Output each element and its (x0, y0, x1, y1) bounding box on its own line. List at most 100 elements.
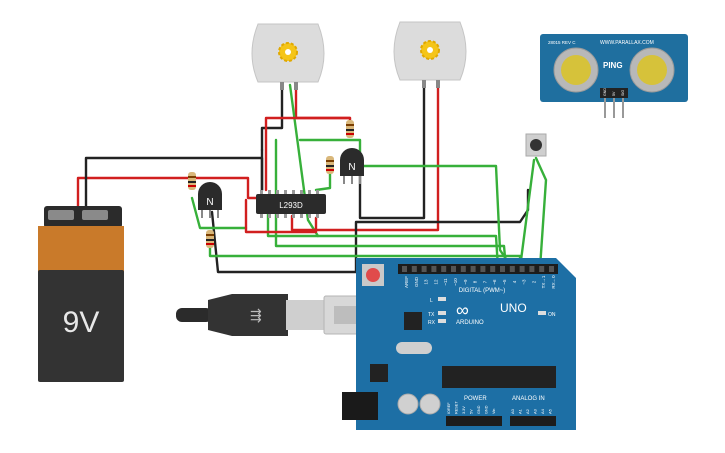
digital-pin-label: 2 (531, 280, 536, 283)
green-wire-6 (518, 158, 536, 270)
resistors (188, 120, 354, 248)
digital-pin-label: AREF (404, 276, 409, 288)
motor2-black-wire (358, 83, 426, 220)
digital-pin-hole[interactable] (470, 266, 476, 272)
digital-header-label: DIGITAL (PWM~) (459, 288, 506, 294)
digital-pin-hole[interactable] (509, 266, 515, 272)
power-pin-label: RESET (455, 401, 459, 414)
power-jack (342, 392, 378, 420)
capacitor-2 (419, 393, 441, 415)
digital-pin-hole[interactable] (549, 266, 554, 272)
power-pin-label: IOREF (447, 402, 451, 414)
analog-header (510, 416, 556, 426)
battery-9v: 9V (38, 206, 124, 382)
green-wire-3 (298, 138, 514, 270)
digital-pin-label: 4 (512, 280, 517, 283)
digital-pin-hole[interactable] (431, 266, 437, 272)
dc-motor-2 (393, 21, 467, 88)
l293d-driver-ic: L293D (256, 190, 326, 218)
digital-pin-label: 12 (433, 279, 438, 285)
digital-pin-hole[interactable] (519, 266, 525, 272)
arduino-model: UNO (500, 301, 527, 315)
ping-ultrasonic-sensor: WWW.PARALLAX.COM PING 28015 REV C (540, 34, 688, 118)
svg-text:RX: RX (428, 320, 436, 326)
green-wire-1 (266, 212, 500, 270)
digital-pin-label: ~6 (492, 279, 497, 285)
red-wire-top (264, 116, 352, 192)
usb-cable: ⇶ (176, 294, 383, 336)
motor2-red-wire (290, 83, 440, 232)
digital-pin-hole[interactable] (480, 266, 486, 272)
crystal (396, 342, 432, 354)
analog-header-label: ANALOG IN (512, 396, 545, 402)
digital-pin-hole[interactable] (451, 266, 456, 272)
usb-chip (404, 312, 422, 330)
power-pin-label: 3.3V (462, 406, 466, 414)
transistor-2-label: N (206, 197, 213, 208)
usb-icon: ⇶ (250, 307, 262, 323)
svg-text:TX: TX (428, 312, 435, 318)
svg-text:L: L (430, 298, 433, 304)
power-pin-label: GND (485, 405, 489, 414)
analog-pin-label: A5 (548, 408, 553, 414)
sensor-pin-label: 5V (612, 91, 616, 96)
digital-pin-label: 13 (424, 279, 429, 285)
atmega-chip (442, 366, 556, 388)
arduino-brand: ARDUINO (456, 320, 484, 326)
power-header (446, 416, 502, 426)
sensor-pin-label: SIG (621, 90, 625, 96)
analog-pin-label: A0 (510, 408, 515, 414)
motor1-red-wire (294, 83, 352, 130)
digital-pin-label: GND (414, 276, 419, 287)
power-header-label: POWER (464, 396, 487, 402)
power-pin-label: 5V (470, 409, 474, 414)
red-wire-lower (244, 198, 318, 234)
digital-pin-label: TX→1 (541, 275, 546, 288)
capacitor-1 (397, 393, 419, 415)
resistor-2 (326, 156, 334, 174)
voltage-regulator (370, 364, 388, 382)
wires (76, 83, 548, 274)
sensor-pin-label: GND (603, 88, 607, 96)
digital-pin-hole[interactable] (490, 266, 496, 272)
green-wire-7 (314, 168, 332, 192)
analog-pin-label: A1 (518, 408, 523, 414)
transistor-1: N (340, 148, 364, 184)
reset-button[interactable] (362, 264, 384, 286)
onboard-leds: L TX RX ON (428, 297, 556, 326)
transistor-2: N (198, 182, 222, 218)
resistor-1 (346, 120, 354, 138)
svg-text:ON: ON (548, 312, 556, 318)
arduino-infinity-logo: ∞ (456, 300, 469, 320)
digital-pin-label: ~9 (463, 279, 468, 285)
battery-body (38, 270, 124, 382)
digital-pin-hole[interactable] (529, 266, 535, 272)
dc-motor-1 (251, 23, 325, 90)
resistor-4 (206, 230, 214, 248)
digital-pin-hole[interactable] (411, 266, 417, 272)
digital-pin-label: ~11 (443, 278, 448, 286)
digital-pin-hole[interactable] (460, 266, 466, 272)
green-wire-5 (534, 156, 548, 270)
sensor-rev: 28015 REV C (548, 40, 576, 45)
push-button[interactable] (525, 133, 547, 157)
digital-pin-label: ~10 (453, 278, 458, 286)
digital-pin-hole[interactable] (539, 266, 545, 272)
arduino-uno-board: DIGITAL (PWM~) ∞ UNO ARDUINO L TX RX ON … (342, 258, 576, 430)
sensor-brand: WWW.PARALLAX.COM (600, 40, 654, 46)
digital-pin-label: ~5 (502, 279, 507, 285)
sensor-name: PING (603, 61, 623, 70)
digital-pin-hole[interactable] (421, 266, 427, 272)
motor1-black-wire (260, 83, 284, 152)
battery-top-band (38, 226, 124, 272)
battery-label: 9V (63, 306, 100, 339)
digital-pin-hole[interactable] (500, 266, 505, 272)
digital-pin-label: 8 (473, 280, 478, 283)
power-pin-label: Vin (492, 409, 496, 414)
battery-red-wire (76, 176, 264, 210)
digital-pin-hole[interactable] (402, 266, 407, 272)
power-pin-label: GND (477, 405, 481, 414)
digital-pin-hole[interactable] (441, 266, 447, 272)
